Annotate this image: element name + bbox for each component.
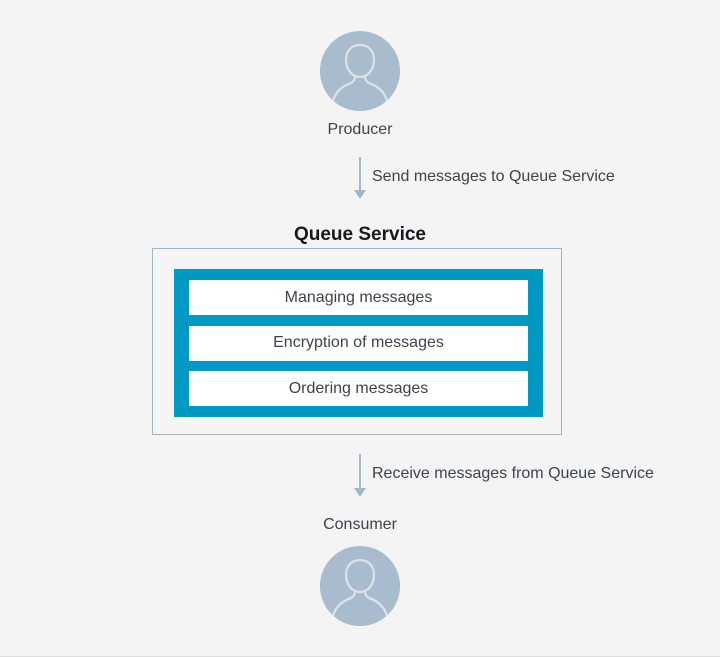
queue-service-container: Managing messages Encryption of messages… (174, 269, 543, 417)
queue-service-boundary: Managing messages Encryption of messages… (152, 248, 562, 435)
feature-managing-messages: Managing messages (189, 280, 528, 315)
consumer-label: Consumer (323, 516, 397, 533)
producer-label: Producer (327, 121, 393, 138)
queue-service-title: Queue Service (293, 224, 427, 245)
producer-avatar (320, 31, 400, 111)
arrow-down-icon (354, 157, 366, 199)
person-icon (320, 546, 400, 626)
arrow-down-icon (354, 454, 366, 497)
person-icon (320, 31, 400, 111)
feature-encryption-of-messages: Encryption of messages (189, 325, 528, 361)
receive-flow-label: Receive messages from Queue Service (372, 465, 654, 482)
consumer-avatar (320, 546, 400, 626)
send-flow-label: Send messages to Queue Service (372, 168, 615, 185)
send-flow: Send messages to Queue Service (0, 156, 720, 200)
receive-flow: Receive messages from Queue Service (0, 453, 720, 497)
feature-ordering-messages: Ordering messages (189, 371, 528, 406)
